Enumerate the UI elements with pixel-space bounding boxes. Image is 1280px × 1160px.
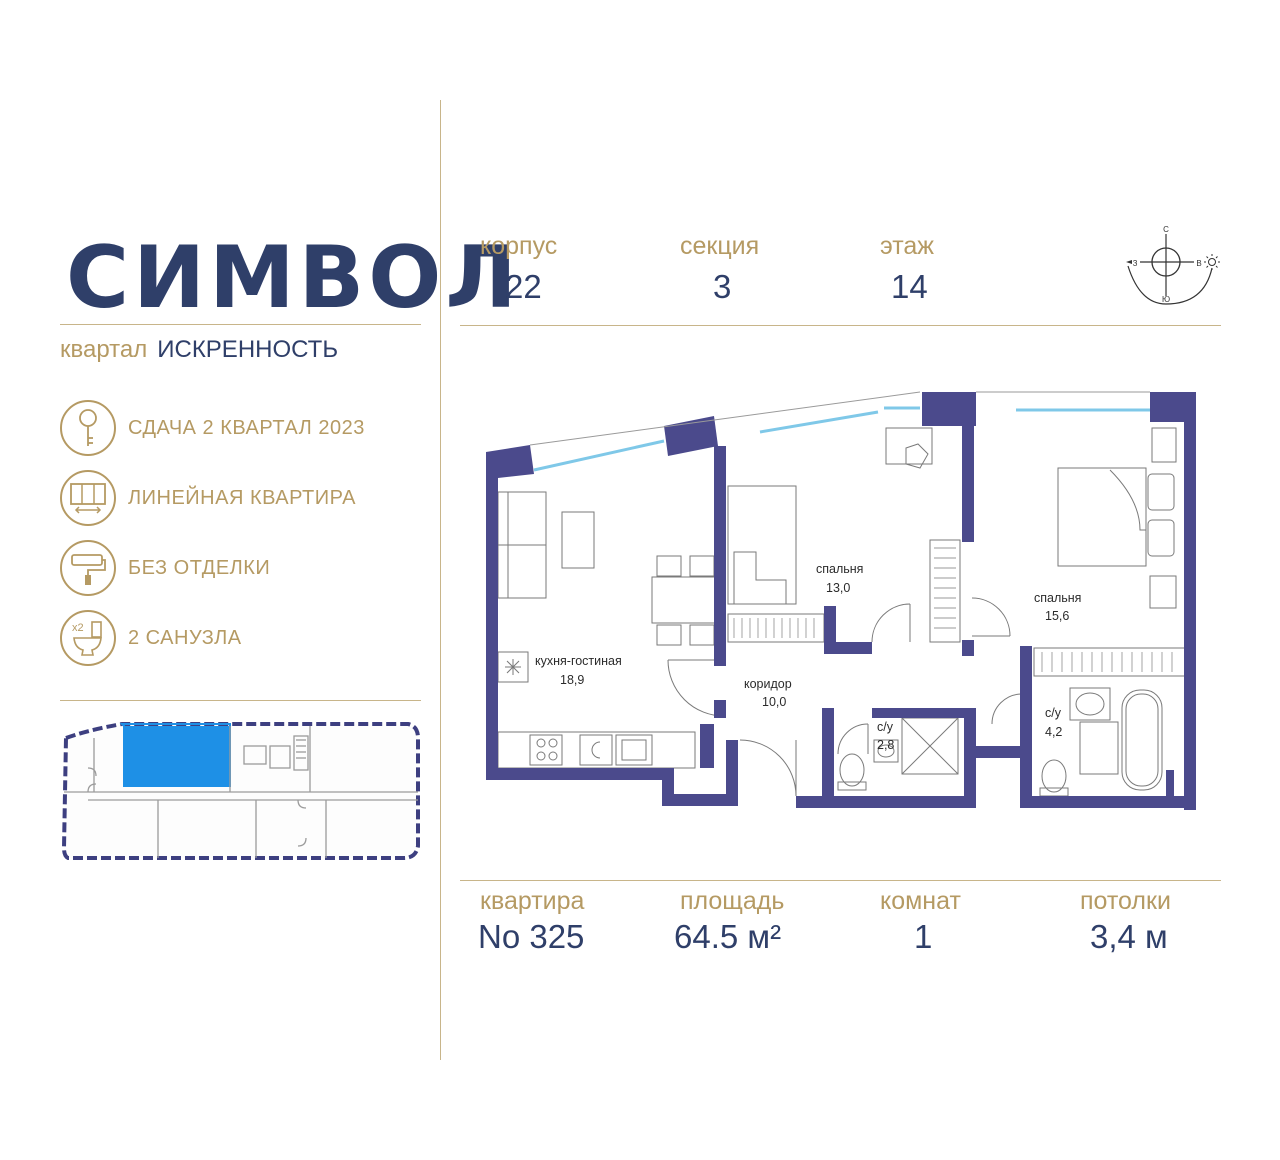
room-area: 13,0 [826, 581, 850, 595]
room-area: 18,9 [560, 673, 584, 687]
wardrobe [727, 539, 1187, 677]
section-value: 3 [713, 268, 732, 305]
key-icon [60, 400, 116, 456]
windows [533, 406, 1150, 472]
room-name: с/у [877, 720, 894, 734]
floor-value: 14 [891, 268, 928, 305]
room-name: коридор [744, 677, 792, 691]
room-name: с/у [1045, 706, 1062, 720]
room-area: 15,6 [1045, 609, 1069, 623]
brand-logo: СИМВОЛ [66, 228, 521, 328]
feature-delivery: СДАЧА 2 КВАРТАЛ 2023 [60, 400, 365, 456]
compass-east: В [1196, 259, 1201, 268]
toilet-icon: x2 [60, 610, 116, 666]
room-area: 10,0 [762, 695, 786, 709]
feature-label: БЕЗ ОТДЕЛКИ [128, 556, 271, 579]
korpus-value: 22 [505, 268, 542, 305]
quarter-title: квартал ИСКРЕННОСТЬ [60, 336, 338, 364]
ceiling-height: 3,4 м [1090, 918, 1168, 955]
floor-label: этаж [880, 232, 935, 260]
top-divider [460, 325, 1221, 326]
sun-icon [1204, 254, 1220, 270]
section-label: секция [680, 232, 760, 260]
left-divider-bottom [60, 700, 421, 701]
ceiling-label: потолки [1080, 887, 1171, 915]
room-name: спальня [816, 562, 863, 576]
apartment-rooms: 1 [914, 918, 933, 955]
compass-west: З [1133, 259, 1138, 268]
feature-finish: БЕЗ ОТДЕЛКИ [60, 540, 270, 596]
window-icon [60, 470, 116, 526]
floor-keyplan [61, 722, 420, 860]
left-divider-top [60, 324, 421, 325]
feature-label: 2 САНУЗЛА [128, 626, 242, 649]
apartment-area: 64.5 м² [674, 918, 782, 955]
room-name: спальня [1034, 591, 1081, 605]
apartment-number: No 325 [478, 918, 585, 955]
korpus-label: корпус [480, 232, 558, 260]
walls [486, 392, 1196, 810]
floor-plan: кухня-гостиная 18,9 спальня 13,0 спальня… [486, 391, 1196, 810]
room-area: 4,2 [1045, 725, 1062, 739]
compass-north: С [1163, 225, 1169, 234]
toilet-badge: x2 [72, 622, 84, 634]
apartment-number-label: квартира [480, 887, 585, 915]
bottom-divider [460, 880, 1221, 881]
room-area: 2,8 [877, 738, 894, 752]
vertical-divider [440, 100, 441, 1060]
quarter-name: ИСКРЕННОСТЬ [157, 336, 339, 363]
feature-label: ЛИНЕЙНАЯ КВАРТИРА [128, 486, 356, 509]
selected-apartment-highlight [124, 726, 230, 786]
compass-icon: С Ю З В [1126, 225, 1220, 305]
compass-south: Ю [1162, 295, 1170, 304]
apartment-area-label: площадь [680, 887, 785, 915]
apartment-rooms-label: комнат [880, 887, 961, 915]
paint-roller-icon [60, 540, 116, 596]
feature-layout: ЛИНЕЙНАЯ КВАРТИРА [60, 470, 356, 526]
feature-label: СДАЧА 2 КВАРТАЛ 2023 [128, 416, 365, 439]
room-name: кухня-гостиная [535, 654, 622, 668]
feature-bathrooms: x2 2 САНУЗЛА [60, 610, 242, 666]
quarter-prefix: квартал [60, 336, 148, 363]
